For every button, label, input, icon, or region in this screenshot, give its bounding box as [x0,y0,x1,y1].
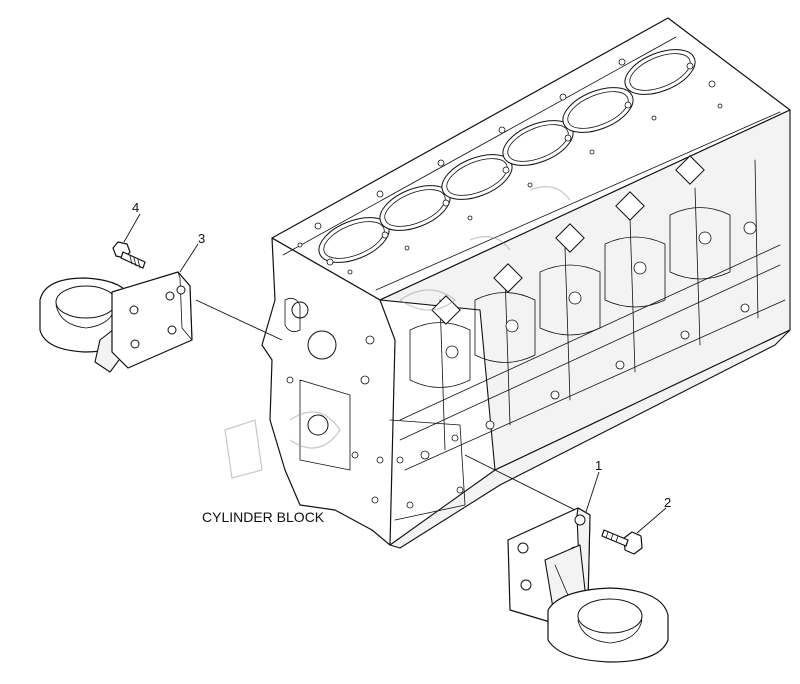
leader-bracket-front [464,454,576,511]
watermark-graphic [224,186,571,479]
lifting-bracket-front [507,507,669,663]
leader-3 [179,243,199,273]
leader-lines [123,213,667,534]
leader-4 [123,213,141,243]
cylinder-block-label: CYLINDER BLOCK [202,509,325,525]
leader-1 [585,471,600,513]
part-number-2: 2 [664,495,671,510]
part-number-3: 3 [198,231,205,246]
lifting-bracket-rear [39,271,193,373]
cylinder-block [261,17,791,549]
bolt-front [601,529,643,555]
leader-2 [636,507,667,534]
part-number-4: 4 [132,200,139,215]
part-number-1: 1 [595,458,602,473]
leader-bracket-rear [195,299,283,341]
bolt-rear [112,241,146,269]
